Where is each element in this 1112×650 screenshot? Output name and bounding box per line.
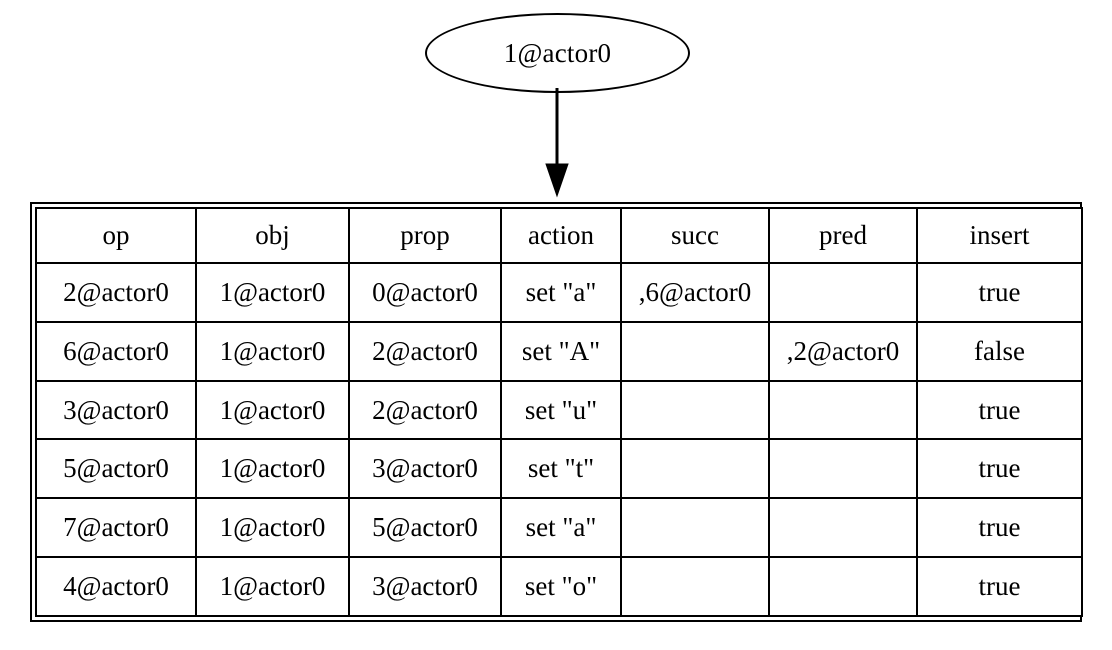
cell-insert: true (916, 438, 1083, 500)
column-header-prop: prop (348, 207, 502, 264)
cell-prop: 5@actor0 (348, 497, 502, 559)
cell-op: 6@actor0 (35, 320, 197, 382)
table-row[interactable]: 4@actor0 1@actor0 3@actor0 set "o" true (35, 556, 1083, 617)
table-row[interactable]: 5@actor0 1@actor0 3@actor0 set "t" true (35, 438, 1083, 500)
table-row[interactable]: 7@actor0 1@actor0 5@actor0 set "a" true (35, 497, 1083, 559)
table-row[interactable]: 6@actor0 1@actor0 2@actor0 set "A" ,2@ac… (35, 320, 1083, 382)
cell-pred (768, 438, 918, 500)
cell-op: 3@actor0 (35, 379, 197, 441)
cell-obj: 1@actor0 (195, 379, 350, 441)
cell-obj: 1@actor0 (195, 438, 350, 500)
column-header-insert: insert (916, 207, 1083, 264)
cell-op: 7@actor0 (35, 497, 197, 559)
column-header-action: action (500, 207, 622, 264)
cell-action: set "a" (500, 262, 622, 323)
node-table[interactable]: op obj prop action succ pred insert 2@ac… (30, 202, 1083, 622)
cell-obj: 1@actor0 (195, 262, 350, 323)
column-header-pred: pred (768, 207, 918, 264)
cell-pred (768, 262, 918, 323)
cell-insert: true (916, 262, 1083, 323)
cell-insert: true (916, 379, 1083, 441)
cell-insert: false (916, 320, 1083, 382)
table-header-row: op obj prop action succ pred insert (35, 207, 1083, 264)
cell-op: 5@actor0 (35, 438, 197, 500)
cell-pred (768, 379, 918, 441)
cell-action: set "t" (500, 438, 622, 500)
cell-prop: 2@actor0 (348, 379, 502, 441)
table-row[interactable]: 3@actor0 1@actor0 2@actor0 set "u" true (35, 379, 1083, 441)
column-header-op: op (35, 207, 197, 264)
cell-insert: true (916, 556, 1083, 617)
cell-prop: 0@actor0 (348, 262, 502, 323)
cell-obj: 1@actor0 (195, 556, 350, 617)
table-row[interactable]: 2@actor0 1@actor0 0@actor0 set "a" ,6@ac… (35, 262, 1083, 323)
node-ellipse-label: 1@actor0 (503, 37, 612, 68)
cell-action: set "A" (500, 320, 622, 382)
cell-pred: ,2@actor0 (768, 320, 918, 382)
cell-prop: 3@actor0 (348, 556, 502, 617)
cell-succ: ,6@actor0 (620, 262, 770, 323)
node-ellipse-actor[interactable]: 1@actor0 (425, 13, 690, 93)
cell-op: 4@actor0 (35, 556, 197, 617)
cell-op: 2@actor0 (35, 262, 197, 323)
cell-action: set "a" (500, 497, 622, 559)
cell-obj: 1@actor0 (195, 320, 350, 382)
cell-succ (620, 497, 770, 559)
cell-action: set "u" (500, 379, 622, 441)
cell-obj: 1@actor0 (195, 497, 350, 559)
column-header-succ: succ (620, 207, 770, 264)
cell-succ (620, 556, 770, 617)
arrowhead-icon (545, 163, 569, 198)
cell-prop: 3@actor0 (348, 438, 502, 500)
column-header-obj: obj (195, 207, 350, 264)
cell-succ (620, 438, 770, 500)
record-table: op obj prop action succ pred insert 2@ac… (35, 207, 1083, 617)
cell-pred (768, 556, 918, 617)
edge-ellipse-to-table (545, 88, 569, 198)
cell-insert: true (916, 497, 1083, 559)
cell-action: set "o" (500, 556, 622, 617)
cell-prop: 2@actor0 (348, 320, 502, 382)
cell-succ (620, 379, 770, 441)
cell-succ (620, 320, 770, 382)
cell-pred (768, 497, 918, 559)
